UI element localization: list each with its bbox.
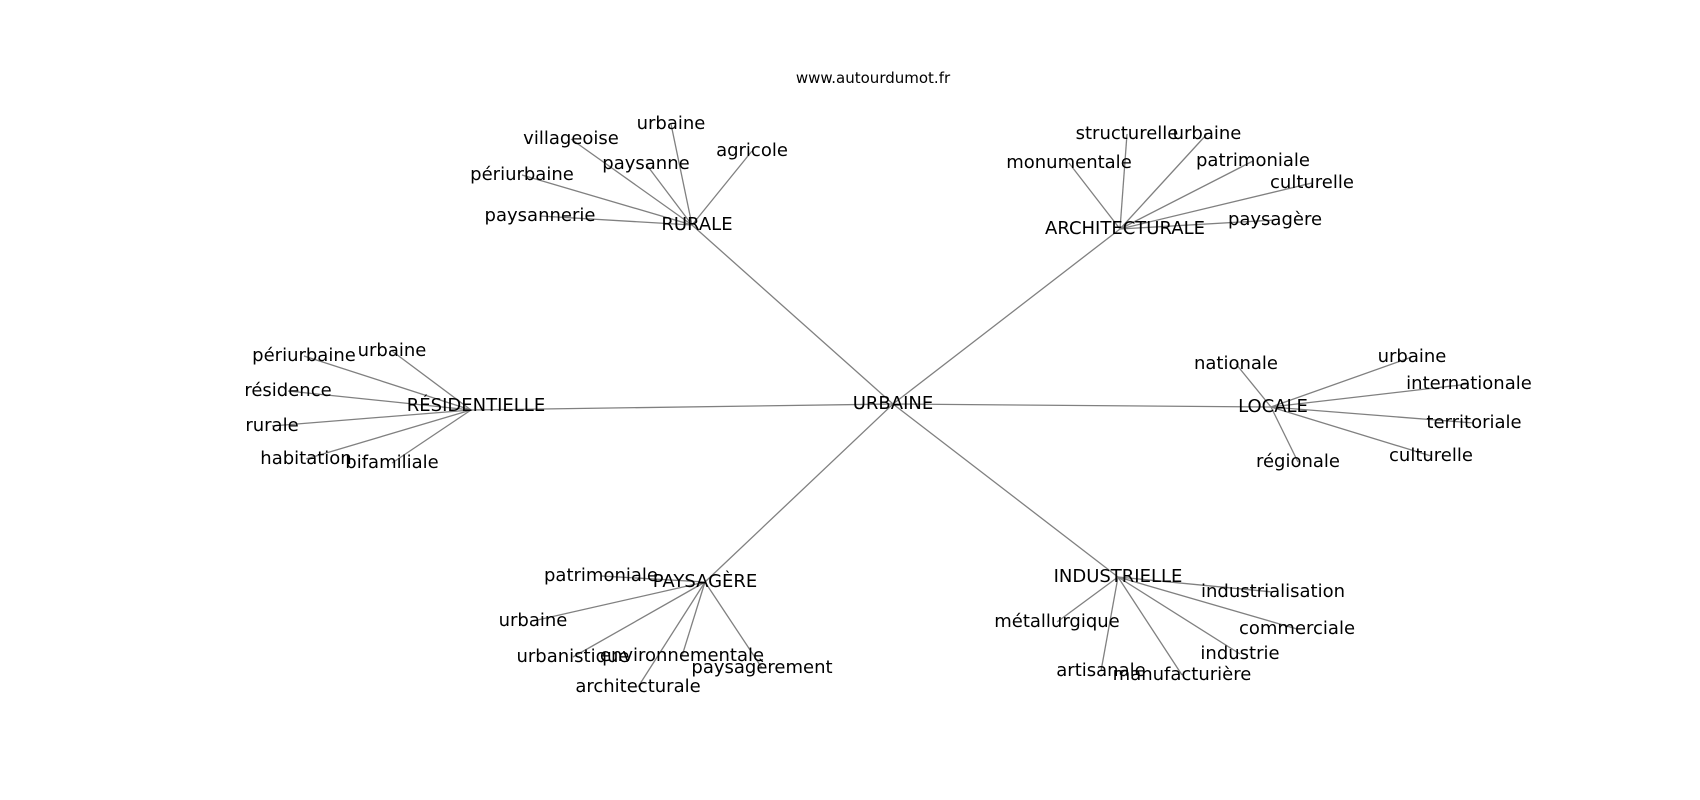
leaf-word: urbanistique — [516, 646, 629, 667]
hub-leaf-edge — [1117, 576, 1274, 593]
leaf-word: culturelle — [1389, 445, 1473, 466]
center-hub-edge — [892, 403, 1119, 578]
hub-leaf-edge — [1235, 363, 1272, 408]
hub-word: ARCHITECTURALE — [1045, 218, 1205, 239]
hub-leaf-edge — [305, 409, 472, 460]
hub-word: RÉSIDENTIELLE — [407, 394, 545, 416]
leaf-word: urbaine — [499, 610, 568, 631]
hub-leaf-edge — [1270, 406, 1475, 424]
hub-leaf-edge — [303, 355, 472, 411]
edges-layer — [271, 123, 1475, 688]
hub-leaf-edge — [1270, 356, 1413, 408]
center-word: URBAINE — [853, 393, 934, 414]
leaf-word: urbaine — [1173, 123, 1242, 144]
hub-leaf-edge — [1270, 383, 1470, 408]
leaf-word: résidence — [244, 380, 331, 401]
hub-leaf-edge — [271, 409, 472, 427]
leaf-word: urbaine — [637, 113, 706, 134]
hub-leaf-edge — [1117, 576, 1241, 655]
leaf-word: paysagère — [1228, 209, 1322, 230]
leaf-word: manufacturière — [1113, 664, 1252, 685]
hub-leaf-edge — [600, 575, 706, 583]
leaf-word: industrialisation — [1201, 581, 1345, 602]
hub-leaf-edge — [287, 390, 472, 411]
leaf-word: habitation — [260, 448, 351, 469]
hub-leaf-edge — [1119, 160, 1254, 230]
leaf-word: paysannerie — [485, 205, 596, 226]
hub-leaf-edge — [532, 581, 706, 622]
hub-leaf-edge — [691, 150, 753, 226]
center-hub-edge — [892, 403, 1272, 408]
hub-leaf-edge — [1100, 576, 1119, 672]
leaf-word: culturelle — [1270, 172, 1354, 193]
hub-leaf-edge — [1270, 406, 1299, 463]
leaf-word: industrie — [1200, 643, 1279, 664]
labels-layer: URBAINE RURALE urbaine villageoise agricole p… — [244, 113, 1532, 697]
leaf-word: internationale — [1406, 373, 1532, 394]
leaf-word: urbaine — [1378, 346, 1447, 367]
hub-leaf-edge — [572, 581, 706, 658]
hub-word: INDUSTRIELLE — [1054, 566, 1183, 587]
hub-leaf-edge — [1056, 576, 1119, 623]
hub-leaf-edge — [1117, 576, 1183, 676]
leaf-word: périurbaine — [470, 164, 574, 185]
leaf-word: bifamiliale — [345, 452, 438, 473]
leaf-word: agricole — [716, 140, 788, 161]
leaf-word: métallurgique — [994, 611, 1120, 632]
leaf-word: artisanale — [1056, 660, 1145, 681]
leaf-word: patrimoniale — [1196, 150, 1310, 171]
hub-leaf-edge — [1117, 576, 1298, 630]
site-watermark: www.autourdumot.fr — [796, 69, 951, 87]
leaf-word: villageoise — [523, 128, 619, 149]
hub-leaf-edge — [1119, 133, 1128, 230]
hub-leaf-edge — [539, 215, 693, 226]
hub-leaf-edge — [1119, 219, 1276, 230]
hub-leaf-edge — [670, 123, 693, 226]
leaf-word: paysanne — [602, 153, 689, 174]
leaf-word: structurelle — [1076, 123, 1179, 144]
center-hub-edge — [691, 224, 894, 405]
hub-leaf-edge — [521, 174, 693, 226]
leaf-word: architecturale — [575, 676, 700, 697]
hub-leaf-edge — [391, 409, 472, 464]
hub-leaf-edge — [1119, 133, 1208, 230]
hub-leaf-edge — [391, 350, 472, 411]
leaf-word: régionale — [1256, 451, 1340, 472]
hub-leaf-edge — [1068, 162, 1121, 230]
leaf-word: commerciale — [1239, 618, 1355, 639]
leaf-word: environnementale — [600, 645, 764, 666]
leaf-word: nationale — [1194, 353, 1278, 374]
hub-leaf-edge — [1270, 406, 1432, 457]
hub-leaf-edge — [645, 163, 693, 226]
hub-word: LOCALE — [1238, 396, 1308, 417]
hub-word: RURALE — [661, 214, 732, 235]
leaf-word: rurale — [245, 415, 298, 436]
hub-leaf-edge — [704, 581, 763, 669]
leaf-word: paysagèrement — [691, 657, 832, 678]
leaf-word: monumentale — [1006, 152, 1132, 173]
hub-leaf-edge — [1119, 182, 1313, 230]
hub-leaf-edge — [570, 138, 693, 226]
leaf-word: territoriale — [1426, 412, 1521, 433]
leaf-word: patrimoniale — [544, 565, 658, 586]
hub-word: PAYSAGÈRE — [653, 570, 758, 592]
center-hub-edge — [892, 228, 1121, 405]
hub-leaf-edge — [681, 581, 706, 657]
hub-leaf-edge — [637, 581, 706, 688]
leaf-word: périurbaine — [252, 345, 356, 366]
leaf-word: urbaine — [358, 340, 427, 361]
center-hub-edge — [704, 403, 894, 583]
center-hub-edge — [470, 403, 894, 411]
